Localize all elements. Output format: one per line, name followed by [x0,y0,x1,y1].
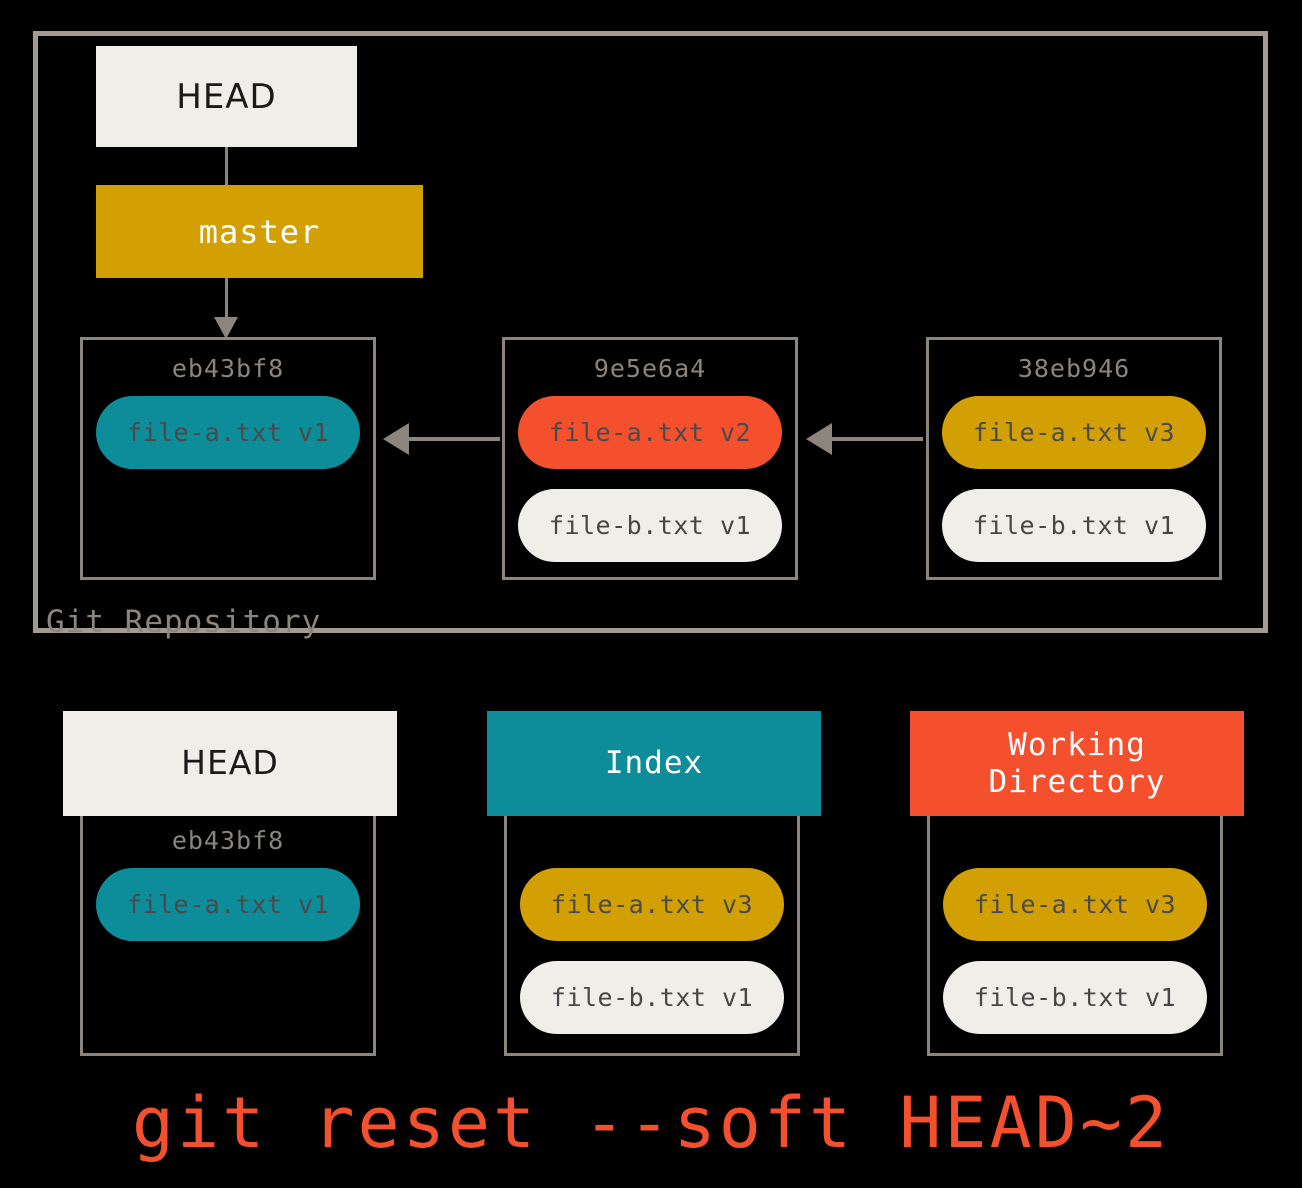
file-pill: file-a.txt v1 [96,868,360,941]
master-to-commit-arrow-icon [214,317,238,339]
commit-hash-2: 9e5e6a4 [593,354,707,383]
area-title-line-2: Directory [988,763,1166,800]
file-pill: file-b.txt v1 [520,961,784,1034]
file-pill: file-b.txt v1 [942,489,1206,562]
area-wd-files: file-a.txt v3 file-b.txt v1 [943,868,1207,1054]
commit-files-2: file-a.txt v2 file-b.txt v1 [518,396,782,582]
commit-box-2: 9e5e6a4 file-a.txt v2 file-b.txt v1 [502,337,798,580]
head-pointer-label: HEAD [176,76,277,117]
file-pill: file-a.txt v1 [96,396,360,469]
file-pill: file-a.txt v3 [520,868,784,941]
commit-hash-3: 38eb946 [1017,354,1131,383]
git-repository-frame [33,31,1268,633]
area-title-index: Index [604,745,704,782]
head-pointer-box: HEAD [96,46,357,147]
area-head-files: file-a.txt v1 [96,868,360,961]
master-to-commit-line [225,278,228,320]
area-title-working-directory: Working Directory [989,727,1166,800]
parent-link-arrow-icon-2-1 [383,423,409,455]
parent-link-line-3-2 [831,437,923,441]
master-branch-label: master [198,212,321,251]
parent-link-arrow-icon-3-2 [806,423,832,455]
area-header-head: HEAD [63,711,397,816]
area-header-working-directory: Working Directory [910,711,1244,816]
area-body-working-directory: file-a.txt v3 file-b.txt v1 [927,816,1223,1056]
file-pill: file-b.txt v1 [518,489,782,562]
area-head-commit-hash: eb43bf8 [171,826,285,855]
file-pill: file-b.txt v1 [943,961,1207,1034]
commit-hash-1: eb43bf8 [171,354,285,383]
commit-files-3: file-a.txt v3 file-b.txt v1 [942,396,1206,582]
file-pill: file-a.txt v2 [518,396,782,469]
git-repository-label: Git Repository [46,604,322,640]
area-title-head: HEAD [181,743,279,783]
area-body-index: file-a.txt v3 file-b.txt v1 [504,816,800,1056]
master-branch-box: master [96,185,423,278]
parent-link-line-2-1 [408,437,500,441]
area-title-line-1: Working [1008,726,1146,763]
file-pill: file-a.txt v3 [943,868,1207,941]
commit-box-3: 38eb946 file-a.txt v3 file-b.txt v1 [926,337,1222,580]
head-to-master-line [225,147,228,185]
area-body-head: eb43bf8 file-a.txt v1 [80,816,376,1056]
commit-box-1: eb43bf8 file-a.txt v1 [80,337,376,580]
area-index-files: file-a.txt v3 file-b.txt v1 [520,868,784,1054]
area-header-index: Index [487,711,821,816]
git-command-caption: git reset --soft HEAD~2 [131,1082,1171,1164]
commit-files-1: file-a.txt v1 [96,396,360,489]
file-pill: file-a.txt v3 [942,396,1206,469]
